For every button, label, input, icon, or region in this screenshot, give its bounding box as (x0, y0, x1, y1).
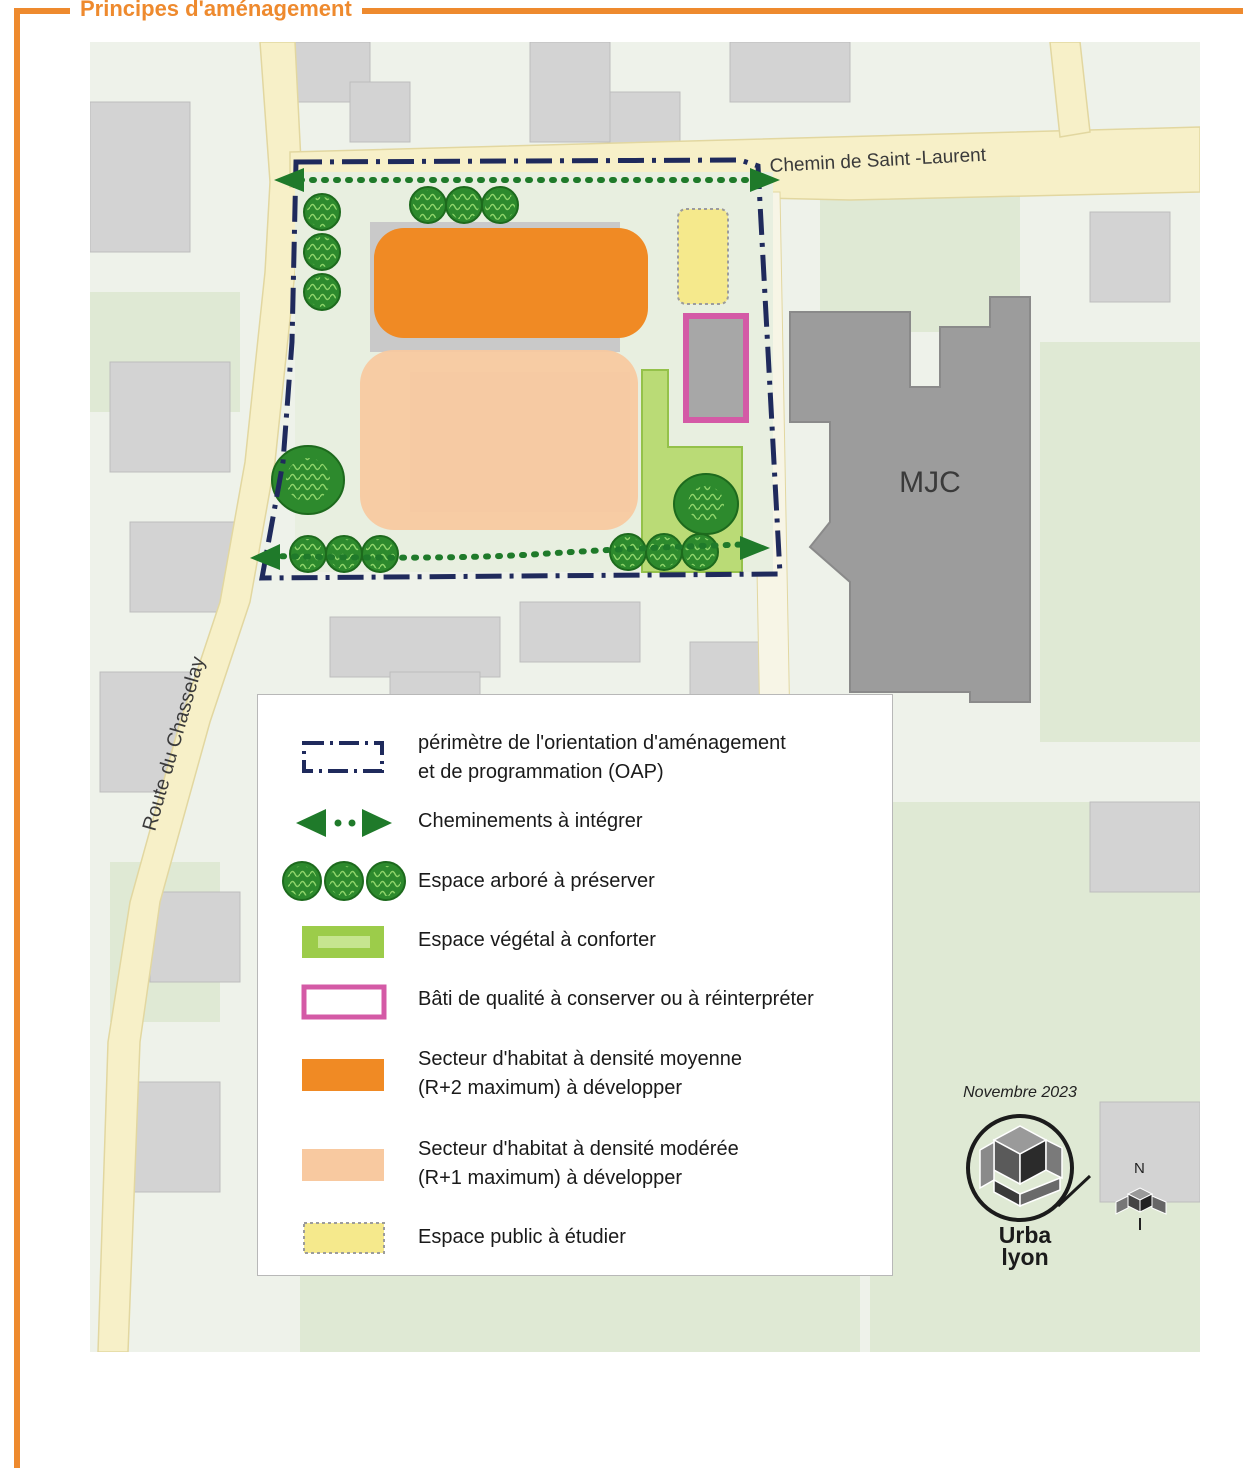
mjc-building (789, 296, 1031, 703)
compass-label: N (1134, 1160, 1145, 1177)
legend-label-density-medium-2: (R+2 maximum) à développer (418, 1077, 682, 1099)
legend-label-paths: Cheminements à intégrer (418, 810, 643, 832)
legend-label-heritage: Bâti de qualité à conserver ou à réinter… (418, 988, 814, 1010)
pedestrian-paths (250, 168, 780, 570)
legend-label-perimeter-2: et de programmation (OAP) (418, 761, 664, 783)
yellow-dotted-rectangle-icon (303, 1222, 385, 1254)
zone-heritage-building (683, 313, 749, 423)
north-arrow-icon (1115, 1187, 1167, 1230)
zone-public-space (677, 208, 729, 305)
zone-density-medium (374, 228, 648, 338)
badge-date: Novembre 2023 (963, 1084, 1077, 1101)
urbalyon-badge: Novembre 2023 Urba lyon (940, 1084, 1100, 1284)
peach-rectangle-icon (302, 1149, 384, 1181)
compass: N (1108, 1160, 1178, 1250)
double-arrow-path-icon (296, 809, 392, 837)
green-rectangle-icon (302, 926, 384, 958)
legend-label-density-moderate-2: (R+1 maximum) à développer (418, 1167, 682, 1189)
page-title: Principes d'aménagement (70, 0, 362, 22)
legend-label-density-moderate-1: Secteur d'habitat à densité modérée (418, 1138, 739, 1160)
map-legend: périmètre de l'orientation d'aménagement… (257, 694, 893, 1276)
legend-label-trees: Espace arboré à préserver (418, 870, 655, 892)
legend-label-public-space: Espace public à étudier (418, 1226, 626, 1248)
badge-name-line1: Urba (998, 1222, 1052, 1248)
badge-name-line2: lyon (1001, 1244, 1049, 1270)
urbalyon-cube-logo-icon (966, 1114, 1092, 1222)
legend-label-density-medium-1: Secteur d'habitat à densité moyenne (418, 1048, 743, 1070)
pink-outline-rectangle-icon (301, 984, 387, 1020)
orange-rectangle-icon (302, 1059, 384, 1091)
legend-label-perimeter-1: périmètre de l'orientation d'aménagement (418, 732, 786, 754)
tree-texture (286, 190, 724, 569)
page-frame: Principes d'aménagement (14, 0, 1243, 1468)
tree-cluster-icon (282, 861, 406, 901)
mjc-label: MJC (899, 466, 961, 499)
legend-label-vegetal: Espace végétal à conforter (418, 929, 656, 951)
zone-density-moderate (360, 350, 638, 530)
dash-dot-rectangle-icon (302, 741, 384, 773)
